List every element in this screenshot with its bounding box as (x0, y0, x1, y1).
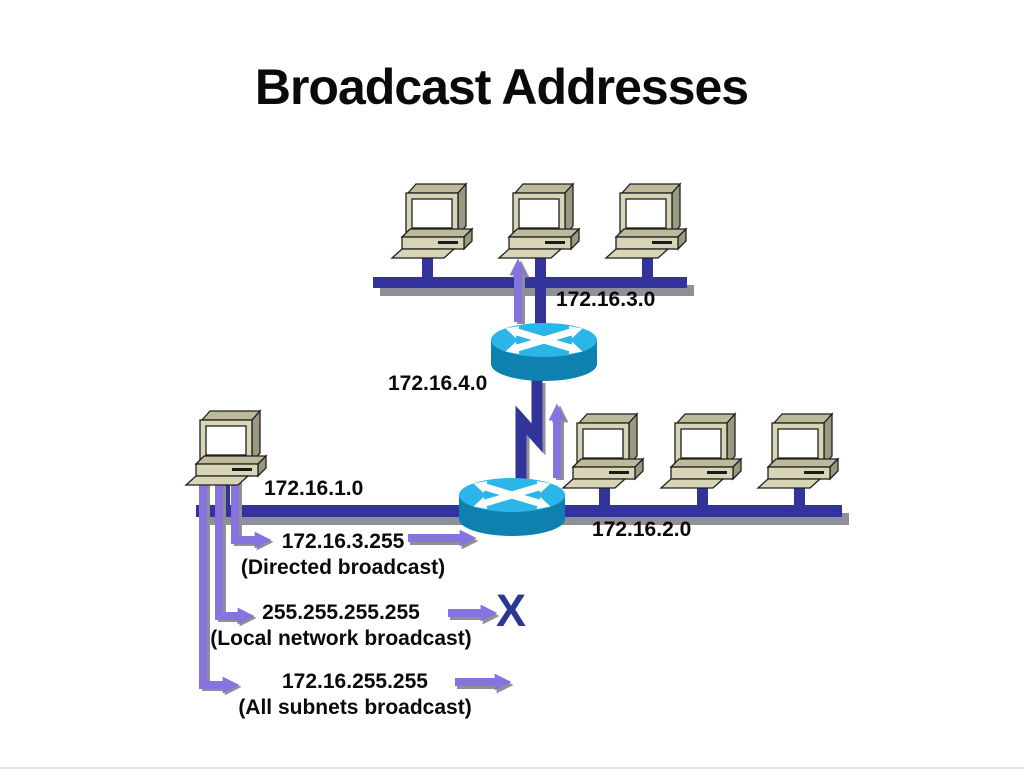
ethernet-segment-top (373, 246, 694, 338)
computer-icon (605, 183, 687, 259)
network-label-172-16-3-0: 172.16.3.0 (556, 288, 656, 311)
broadcast-address: 255.255.255.255 (262, 601, 420, 624)
broadcast-note-allsubnets: 172.16.255.255 (All subnets broadcast) (212, 669, 498, 721)
computer-icon (185, 410, 267, 486)
network-label-172-16-4-0: 172.16.4.0 (388, 372, 488, 395)
serial-link (515, 380, 546, 482)
elbow-arrow-local-icon (215, 476, 257, 627)
broadcast-type: (All subnets broadcast) (238, 696, 472, 719)
broadcast-type: (Directed broadcast) (240, 556, 446, 579)
broadcast-address: 172.16.3.255 (281, 530, 405, 553)
router-icon-bottom (459, 478, 565, 536)
network-label-172-16-1-0: 172.16.1.0 (264, 477, 364, 500)
right-arrow-directed-icon (408, 529, 479, 550)
router-icon-top (491, 323, 597, 381)
broadcast-note-directed: 172.16.3.255 (Directed broadcast) (212, 529, 474, 581)
elbow-arrow-allsubnets-icon (199, 476, 242, 696)
up-arrow-top-icon (509, 258, 530, 324)
computer-icon (498, 183, 580, 259)
computer-icon (757, 413, 839, 489)
network-label-172-16-2-0: 172.16.2.0 (592, 518, 692, 541)
computer-icon (562, 413, 644, 489)
broadcast-address: 172.16.255.255 (282, 670, 428, 693)
broadcast-type: (Local network broadcast) (210, 627, 472, 650)
right-arrow-local-icon (448, 604, 500, 625)
broadcast-arrows (199, 258, 569, 696)
x-mark-icon: X (496, 585, 527, 636)
right-arrow-allsubnets-icon (455, 673, 514, 694)
computer-icon (391, 183, 473, 259)
computer-icon (660, 413, 742, 489)
up-arrow-middle-icon (548, 403, 569, 480)
elbow-arrow-directed-icon (231, 476, 274, 551)
slide-title: Broadcast Addresses (254, 59, 749, 115)
broadcast-note-local: 255.255.255.255 (Local network broadcast… (196, 600, 486, 652)
